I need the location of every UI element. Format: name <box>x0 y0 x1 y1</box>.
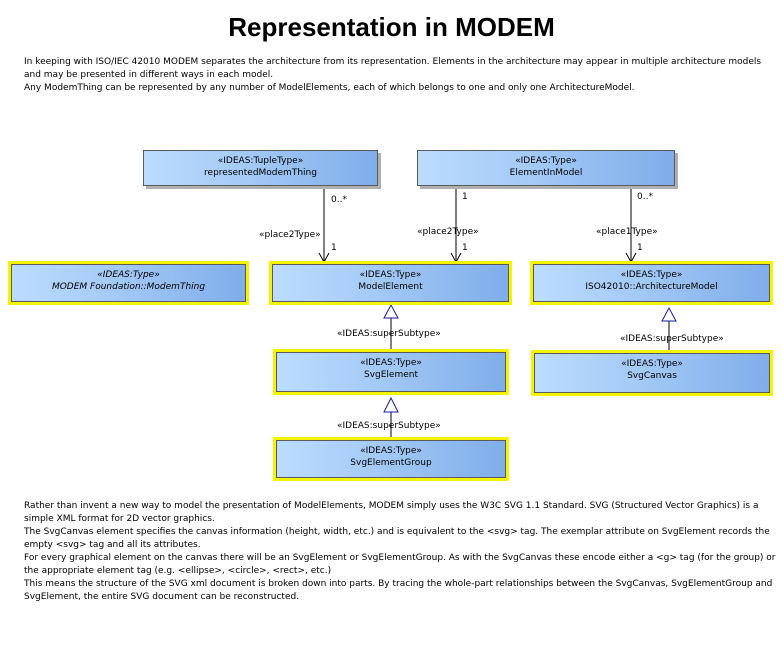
outro-paragraph: This means the structure of the SVG xml … <box>24 579 773 602</box>
stereotype-label: «IDEAS:superSubtype» <box>337 329 441 339</box>
multiplicity-label: 1 <box>637 243 643 253</box>
generalization-triangle <box>661 306 677 322</box>
intro-paragraph: In keeping with ISO/IEC 42010 MODEM sepa… <box>24 57 762 80</box>
stereotype-label: «place2Type» <box>417 227 479 237</box>
intro-paragraph: Any ModemThing can be represented by any… <box>24 83 635 93</box>
box-represented-modem-thing[interactable]: «IDEAS:TupleType» representedModemThing <box>143 150 378 186</box>
outro-text: Rather than invent a new way to model th… <box>24 500 776 604</box>
arrow-head <box>318 252 330 264</box>
box-name: ModelElement <box>358 282 423 292</box>
box-svg-element-group[interactable]: «IDEAS:Type» SvgElementGroup <box>273 437 509 481</box>
page-title: Representation in MODEM <box>228 12 555 42</box>
arrow-head <box>625 252 637 264</box>
stereotype-label: «place2Type» <box>259 230 321 240</box>
box-stereotype: «IDEAS:Type» <box>360 446 422 456</box>
generalization-triangle <box>383 303 399 319</box>
outro-paragraph: The SvgCanvas element specifies the canv… <box>24 527 770 550</box>
generalization-triangle <box>383 396 399 413</box>
box-modem-thing[interactable]: «IDEAS:Type» MODEM Foundation::ModemThin… <box>8 261 249 305</box>
box-name: SvgElement <box>363 370 418 380</box>
multiplicity-label: 0..* <box>331 195 347 205</box>
outro-paragraph: For every graphical element on the canva… <box>24 553 776 576</box>
box-stereotype: «IDEAS:Type» <box>620 270 683 280</box>
box-name: SvgElementGroup <box>350 458 432 468</box>
arrow-head <box>450 252 462 264</box>
box-stereotype: «IDEAS:Type» <box>359 270 422 280</box>
box-svg-element[interactable]: «IDEAS:Type» SvgElement <box>273 349 509 395</box>
box-stereotype: «IDEAS:Type» <box>515 156 577 166</box>
box-name: ISO42010::ArchitectureModel <box>585 282 718 292</box>
stereotype-label: «place1Type» <box>596 227 658 237</box>
multiplicity-label: 0..* <box>637 192 653 202</box>
box-name: MODEM Foundation::ModemThing <box>51 282 206 292</box>
box-name: SvgCanvas <box>627 371 677 381</box>
box-name: representedModemThing <box>204 168 317 178</box>
box-stereotype: «IDEAS:Type» <box>97 270 160 280</box>
box-architecture-model[interactable]: «IDEAS:Type» ISO42010::ArchitectureModel <box>530 261 773 305</box>
multiplicity-label: 1 <box>331 243 337 253</box>
stereotype-label: «IDEAS:superSubtype» <box>337 421 441 431</box>
intro-text: In keeping with ISO/IEC 42010 MODEM sepa… <box>24 56 776 95</box>
box-stereotype: «IDEAS:TupleType» <box>217 156 304 166</box>
multiplicity-label: 1 <box>462 192 468 202</box>
box-stereotype: «IDEAS:Type» <box>360 358 422 368</box>
box-name: ElementInModel <box>509 168 583 178</box>
box-element-in-model[interactable]: «IDEAS:Type» ElementInModel <box>417 150 675 186</box>
box-stereotype: «IDEAS:Type» <box>621 359 683 369</box>
box-svg-canvas[interactable]: «IDEAS:Type» SvgCanvas <box>531 350 773 396</box>
stereotype-label: «IDEAS:superSubtype» <box>620 334 724 344</box>
box-model-element[interactable]: «IDEAS:Type» ModelElement <box>269 261 512 305</box>
outro-paragraph: Rather than invent a new way to model th… <box>24 501 759 524</box>
multiplicity-label: 1 <box>462 243 468 253</box>
